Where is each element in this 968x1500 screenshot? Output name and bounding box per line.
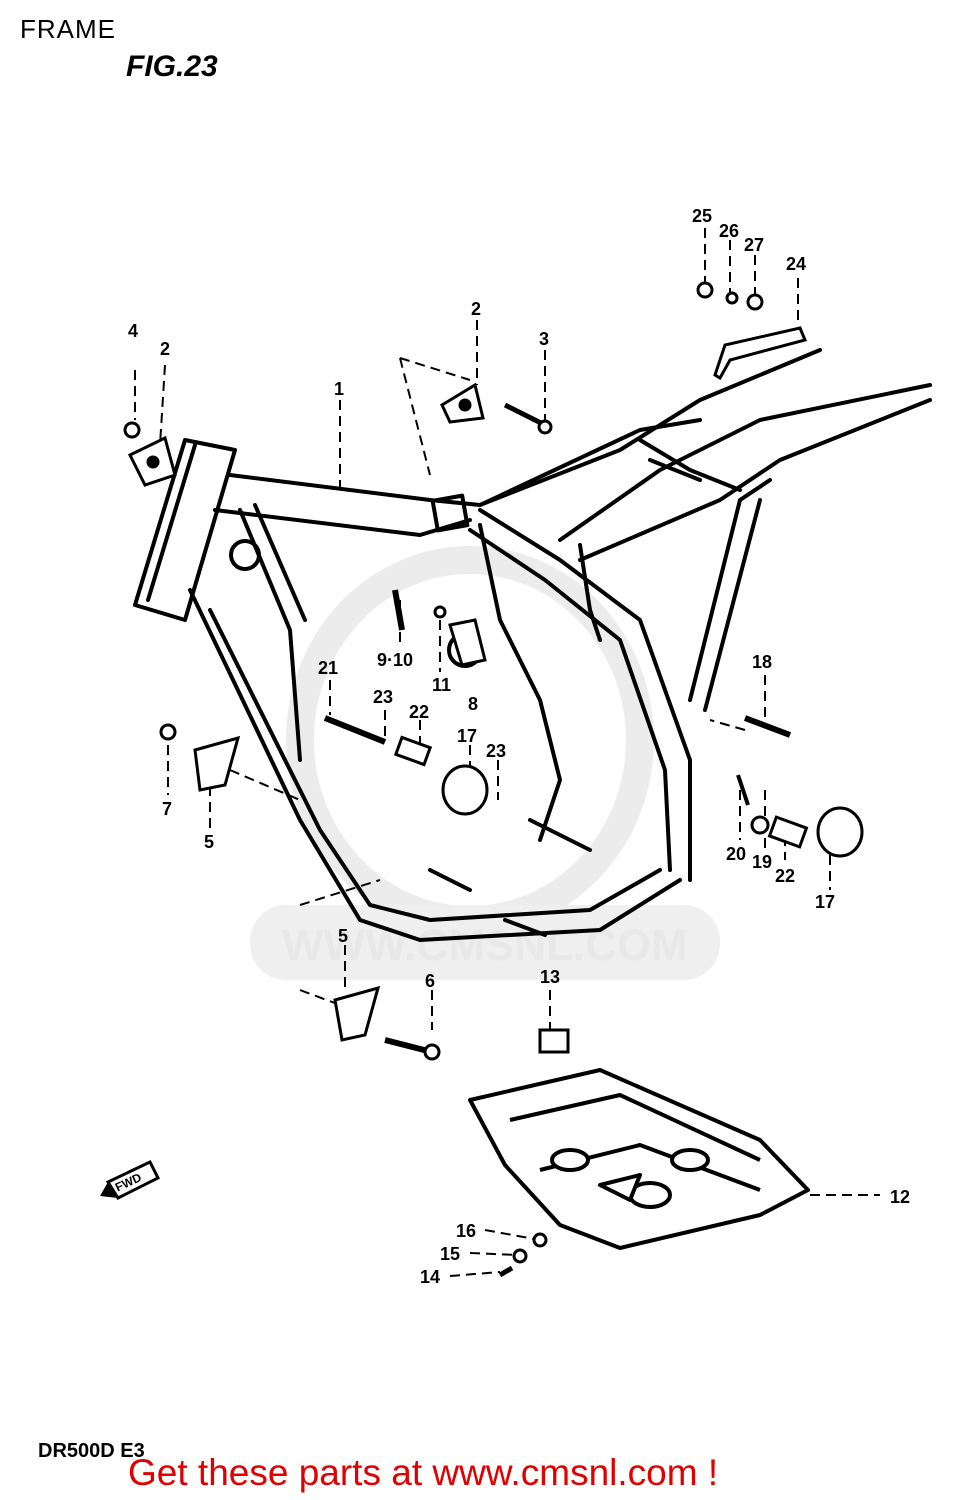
parts-link-banner[interactable]: Get these parts at www.cmsnl.com ! bbox=[128, 1452, 719, 1493]
callout-3: 3 bbox=[539, 329, 549, 349]
bolt-25 bbox=[696, 281, 714, 299]
model-code: DR500D E3 bbox=[38, 1440, 145, 1462]
collar-16 bbox=[532, 1232, 548, 1248]
nut-7 bbox=[159, 723, 177, 741]
callout-8: 8 bbox=[468, 694, 478, 714]
callout-22-left: 22 bbox=[409, 702, 429, 722]
callout-5-lower: 5 bbox=[338, 926, 348, 946]
callout-26: 26 bbox=[719, 221, 739, 241]
clip-20 bbox=[736, 774, 750, 806]
callout-23-right: 23 bbox=[486, 741, 506, 761]
callout-13: 13 bbox=[540, 967, 560, 987]
callout-14: 14 bbox=[420, 1267, 440, 1287]
nut-11 bbox=[433, 605, 447, 619]
callout-6: 6 bbox=[425, 971, 435, 991]
plate-5-upper bbox=[193, 735, 241, 792]
callout-15: 15 bbox=[440, 1244, 460, 1264]
callout-20: 20 bbox=[726, 844, 746, 864]
callout-1: 1 bbox=[334, 379, 344, 399]
callout-24: 24 bbox=[786, 254, 806, 274]
washer-19 bbox=[750, 815, 770, 835]
figure-number: FIG.23 bbox=[126, 50, 218, 83]
callout-19: 19 bbox=[752, 852, 772, 872]
callout-7: 7 bbox=[162, 799, 172, 819]
callout-22-right: 22 bbox=[775, 866, 795, 886]
callout-2-right: 2 bbox=[471, 299, 481, 319]
bush-17-right bbox=[816, 806, 864, 858]
callout-5-upper: 5 bbox=[204, 832, 214, 852]
section-title: FRAME bbox=[20, 14, 116, 44]
callout-12: 12 bbox=[890, 1187, 910, 1207]
callout-17-right: 17 bbox=[815, 892, 835, 912]
washer-26 bbox=[725, 291, 739, 305]
callout-16: 16 bbox=[456, 1221, 476, 1241]
bracket-24 bbox=[713, 326, 808, 381]
main-frame bbox=[133, 348, 932, 942]
stopper-13 bbox=[538, 1028, 570, 1054]
watermark-text: WWW.CMSNL.COM bbox=[282, 921, 688, 970]
plate-5-lower bbox=[333, 985, 381, 1042]
nut-4 bbox=[123, 421, 141, 439]
callout-27: 27 bbox=[744, 235, 764, 255]
callout-25: 25 bbox=[692, 206, 712, 226]
bracket-8 bbox=[448, 618, 487, 667]
callout-17-left: 17 bbox=[457, 726, 477, 746]
callout-21: 21 bbox=[318, 658, 338, 678]
callout-18: 18 bbox=[752, 652, 772, 672]
callout-9-10: 9·10 bbox=[377, 650, 413, 670]
nut-27 bbox=[746, 293, 764, 311]
callout-11: 11 bbox=[432, 675, 451, 695]
small-parts bbox=[123, 281, 864, 1278]
callout-4: 4 bbox=[128, 321, 138, 341]
callout-labels: 1 2 2 3 4 5 5 6 7 8 9·10 11 12 13 14 15 … bbox=[128, 206, 910, 1287]
skid-plate bbox=[468, 1068, 810, 1250]
washer-15 bbox=[512, 1248, 528, 1264]
bush-17-left bbox=[441, 764, 489, 816]
callout-2-left: 2 bbox=[160, 339, 170, 359]
forward-arrow: FWD bbox=[100, 1160, 161, 1200]
callout-23-left: 23 bbox=[373, 687, 393, 707]
